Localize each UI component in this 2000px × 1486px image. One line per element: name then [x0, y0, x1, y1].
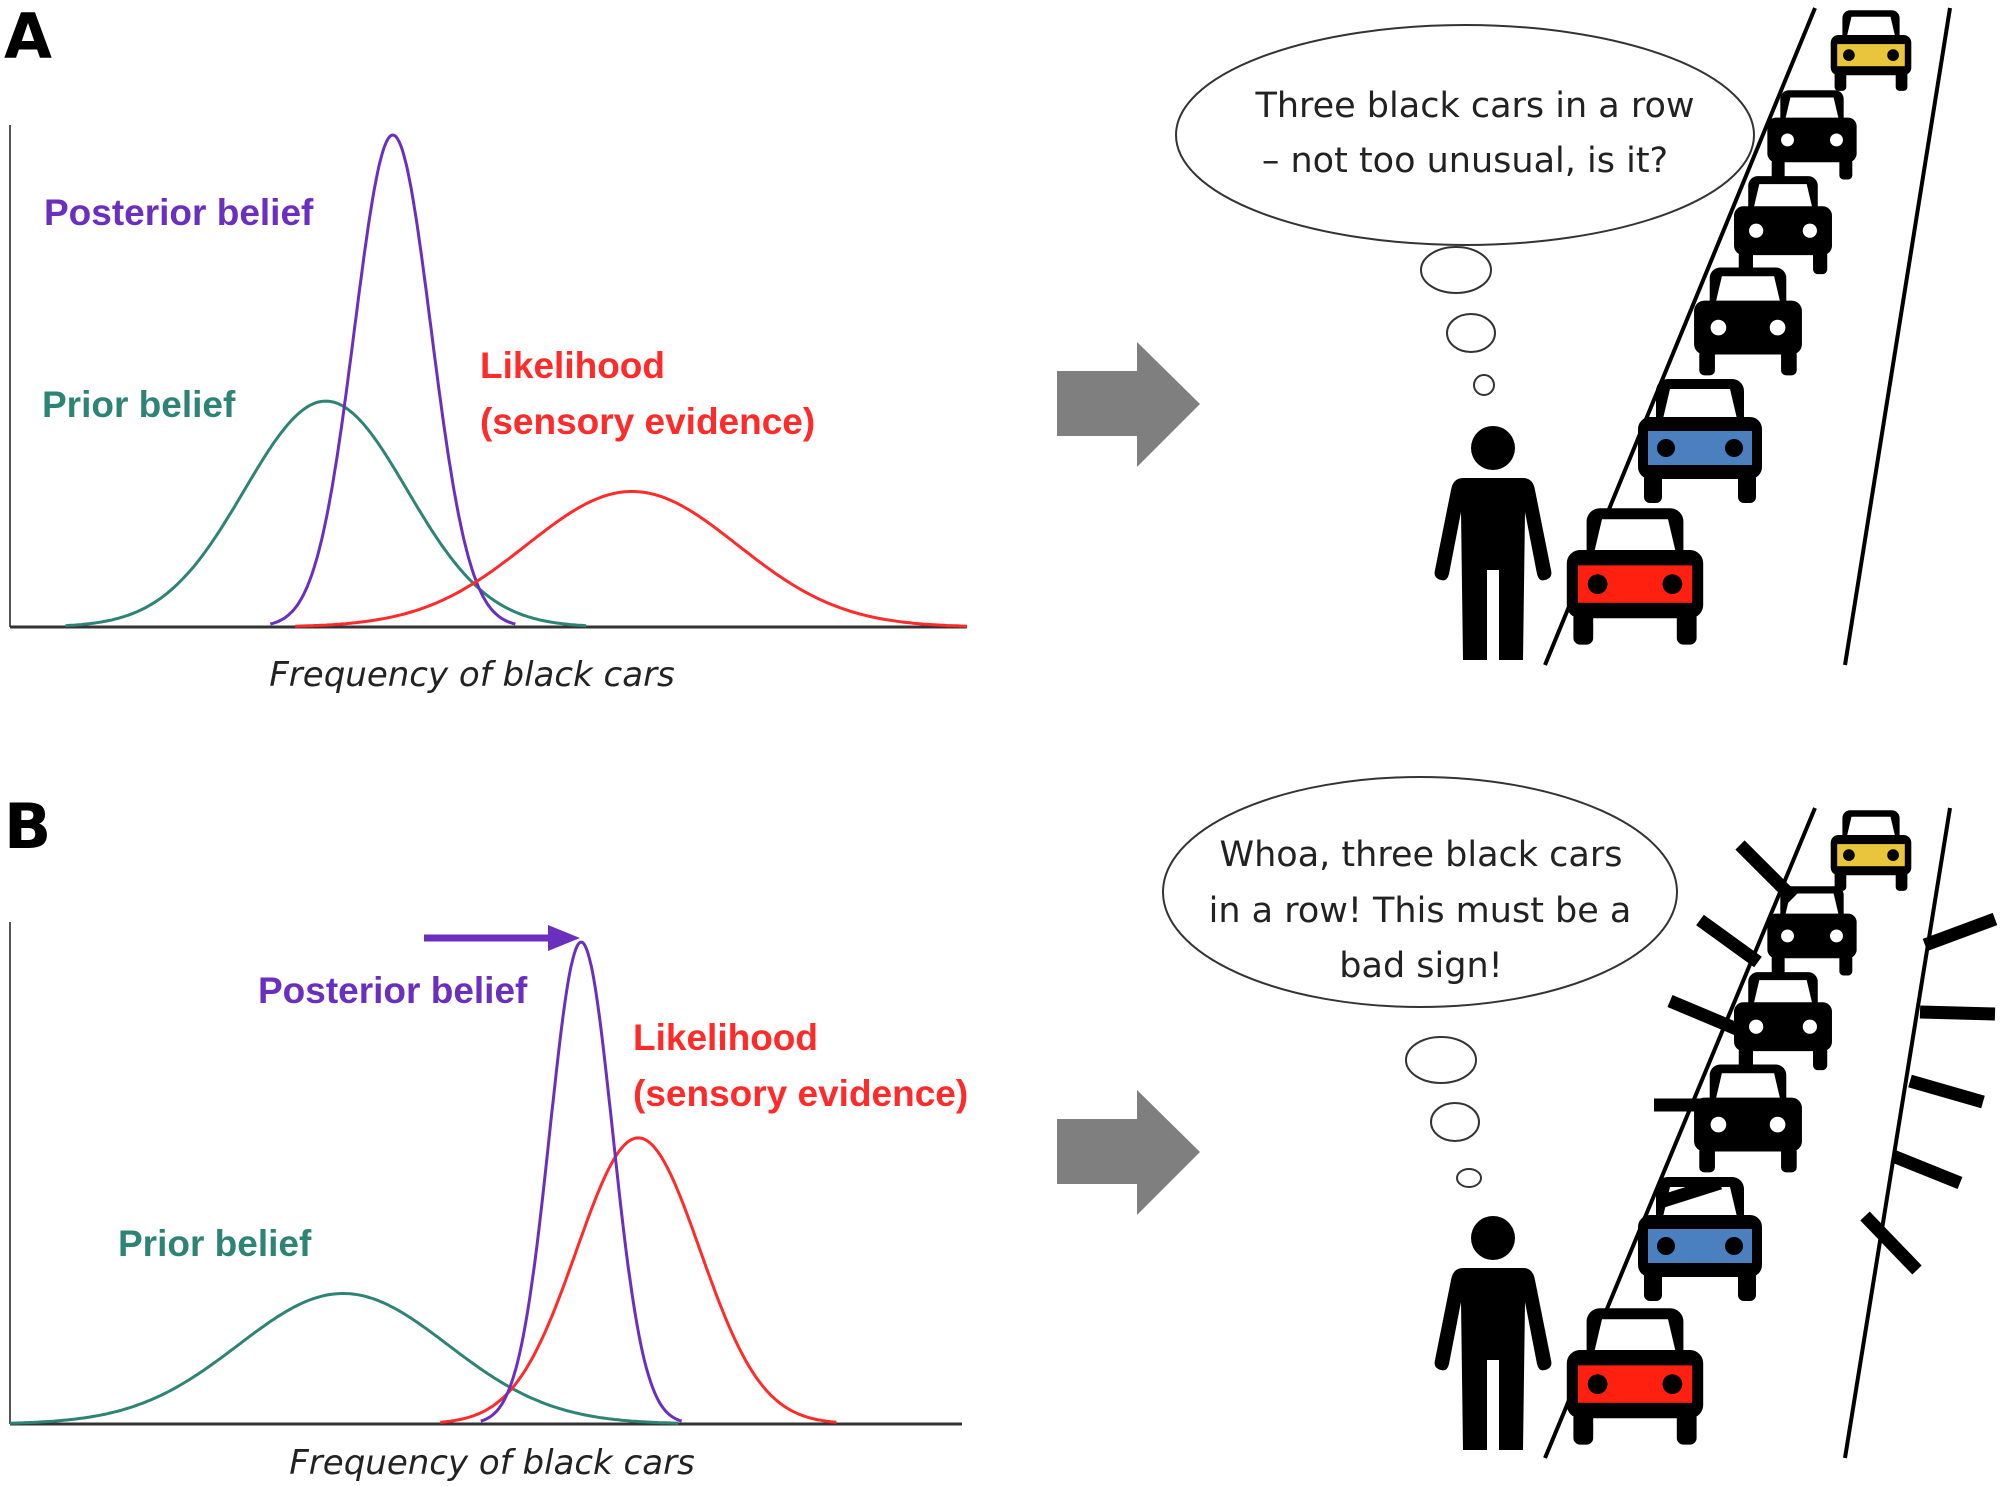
person-icon: [1434, 426, 1552, 660]
road-edge-right: [1843, 7, 1952, 666]
car-icon-black: [1694, 267, 1802, 376]
chart-b: Posterior belief Likelihood (sensory evi…: [9, 922, 968, 1483]
prior-curve: [9, 1292, 679, 1425]
right-arrow-icon: [1057, 342, 1200, 467]
panel-letter-b: B: [4, 790, 51, 863]
car-icon-black: [1694, 1064, 1802, 1173]
road-edge-right: [1843, 807, 1952, 1459]
car-icon-red: [1566, 508, 1704, 645]
prior-label: Prior belief: [42, 384, 236, 425]
panel-a: A Posterior belief Prior belief Likeliho…: [4, 0, 1952, 695]
posterior-curve: [269, 133, 516, 626]
car-icon-black: [1767, 90, 1857, 180]
likelihood-label-line2: (sensory evidence): [480, 401, 815, 442]
thought-text-line3: bad sign!: [1339, 946, 1502, 986]
car-icon-black: [1734, 972, 1832, 1071]
car-icon-blue: [1638, 379, 1762, 503]
alarm-mark: [1908, 1074, 1985, 1109]
chart-a: Posterior belief Prior belief Likelihood…: [9, 125, 967, 695]
thought-text-line2: in a row! This must be a: [1209, 891, 1632, 931]
thought-scene-a: Three black cars in a row – not too unus…: [1175, 7, 1952, 666]
alarm-mark: [1735, 840, 1798, 903]
likelihood-curve: [295, 490, 967, 628]
alarm-marks: [1654, 840, 1998, 1275]
x-axis-title: Frequency of black cars: [269, 655, 675, 695]
posterior-label: Posterior belief: [258, 970, 528, 1011]
thought-bubble: [1162, 776, 1678, 1008]
alarm-mark: [1922, 912, 1998, 952]
likelihood-label-line1: Likelihood: [480, 345, 665, 386]
car-column: [1566, 10, 1912, 645]
thought-dot-medium: [1430, 1102, 1480, 1142]
alarm-mark: [1890, 1149, 1963, 1190]
x-axis-title: Frequency of black cars: [289, 1443, 695, 1483]
thought-text-line2: – not too unusual, is it?: [1262, 141, 1668, 181]
thought-dot-medium: [1446, 313, 1496, 353]
car-column: [1566, 810, 1912, 1445]
car-icon-black: [1734, 176, 1832, 275]
car-icon-yellow: [1830, 10, 1912, 91]
alarm-mark: [1860, 1211, 1922, 1275]
alarm-mark: [1667, 995, 1742, 1036]
thought-dot-small: [1473, 374, 1495, 396]
likelihood-label-line1: Likelihood: [633, 1017, 818, 1058]
panel-letter-a: A: [4, 0, 52, 73]
car-icon-black: [1767, 886, 1857, 976]
likelihood-label-line2: (sensory evidence): [633, 1073, 968, 1114]
car-icon-red: [1566, 1308, 1704, 1445]
panel-b: B Posterior belief Likelihood (sensory e…: [4, 776, 1998, 1483]
thought-dot-large: [1420, 246, 1492, 294]
person-icon: [1434, 1216, 1552, 1450]
alarm-mark: [1658, 1176, 1722, 1209]
posterior-curve: [480, 940, 683, 1423]
right-arrow-icon: [1057, 1090, 1200, 1215]
alarm-mark: [1919, 1005, 1996, 1021]
alarm-mark: [1696, 914, 1762, 968]
thought-dot-large: [1405, 1036, 1477, 1084]
prior-curve: [65, 399, 587, 628]
thought-text-line1: Three black cars in a row: [1254, 86, 1694, 126]
posterior-label: Posterior belief: [44, 192, 314, 233]
prior-label: Prior belief: [118, 1223, 312, 1264]
car-icon-yellow: [1830, 810, 1912, 891]
posterior-shift-arrow-icon: [424, 925, 580, 951]
thought-scene-b: Whoa, three black cars in a row! This mu…: [1162, 776, 1998, 1459]
thought-text-line1: Whoa, three black cars: [1220, 835, 1623, 875]
thought-bubble: [1175, 24, 1755, 246]
thought-dot-small: [1456, 1168, 1482, 1188]
